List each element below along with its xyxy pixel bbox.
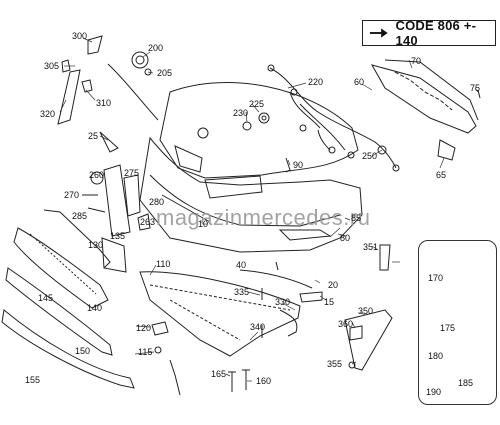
part-label[interactable]: 275 (124, 168, 140, 178)
part-label[interactable]: 280 (149, 197, 165, 207)
bumper-reinforcement (370, 59, 481, 161)
part-label[interactable]: 90 (293, 160, 304, 170)
part-label-highlighted[interactable]: 175 (440, 323, 456, 333)
part-label[interactable]: 65 (436, 170, 447, 180)
part-label[interactable]: 115 (138, 347, 153, 357)
part-label[interactable]: 150 (75, 346, 91, 356)
part-label[interactable]: 263 (140, 217, 156, 227)
part-label[interactable]: 170 (428, 273, 444, 283)
part-label[interactable]: 20 (328, 280, 339, 290)
part-label[interactable]: 305 (44, 61, 60, 71)
part-label[interactable]: 180 (428, 351, 444, 361)
part-label[interactable]: 60 (354, 77, 365, 87)
part-label[interactable]: 155 (25, 375, 41, 385)
part-label[interactable]: 80 (340, 233, 351, 243)
part-label[interactable]: 85 (351, 213, 362, 223)
part-label[interactable]: 10 (198, 219, 209, 229)
part-label[interactable]: 160 (256, 376, 272, 386)
part-label[interactable]: 350 (358, 306, 374, 316)
part-label[interactable]: 285 (72, 211, 88, 221)
underbody-panel (139, 271, 301, 396)
watermark: magazinmercedes.ru (156, 205, 371, 230)
part-label[interactable]: 75 (470, 83, 481, 93)
part-label[interactable]: 110 (156, 259, 171, 269)
part-label[interactable]: 335 (234, 287, 250, 297)
part-label[interactable]: 330 (275, 297, 291, 307)
part-label[interactable]: 15 (324, 297, 335, 307)
part-label[interactable]: 25 (88, 131, 99, 141)
part-label[interactable]: 270 (64, 190, 80, 200)
part-label[interactable]: 130 (88, 240, 104, 250)
part-label[interactable]: 70 (411, 56, 422, 66)
arrow-right-icon (369, 28, 388, 38)
part-label[interactable]: 225 (249, 99, 265, 109)
part-label[interactable]: 220 (308, 77, 324, 87)
part-label[interactable]: 360 (338, 319, 354, 329)
leader-lines (59, 37, 479, 382)
wiring-harness (267, 64, 400, 172)
code-label: CODE 806 +- 140 (395, 18, 477, 48)
brackets-center (82, 164, 151, 237)
part-label[interactable]: 355 (327, 359, 343, 369)
part-label[interactable]: 310 (96, 98, 112, 108)
bumper-cover (139, 82, 363, 253)
lower-grilles (1, 209, 135, 389)
part-label[interactable]: 250 (362, 151, 378, 161)
side-trims-right (239, 244, 393, 371)
part-label[interactable]: 351 (363, 242, 379, 252)
part-label[interactable]: 200 (148, 43, 164, 53)
side-trims-left (57, 35, 159, 153)
part-label[interactable]: 185 (458, 378, 474, 388)
part-label[interactable]: 145 (38, 293, 54, 303)
part-label[interactable]: 340 (250, 322, 266, 332)
part-label[interactable]: 260 (89, 170, 105, 180)
part-label[interactable]: 165 (211, 369, 227, 379)
part-label[interactable]: 190 (426, 387, 442, 397)
part-label[interactable]: 40 (236, 260, 247, 270)
fasteners (228, 325, 263, 392)
code-box: CODE 806 +- 140 (362, 18, 496, 48)
part-label[interactable]: 300 (72, 31, 88, 41)
grille-inset-frame (418, 240, 497, 405)
part-label[interactable]: 320 (40, 109, 56, 119)
part-label[interactable]: 140 (87, 303, 103, 313)
part-label[interactable]: 120 (136, 323, 152, 333)
part-label[interactable]: 230 (233, 108, 249, 118)
part-label[interactable]: 135 (110, 231, 126, 241)
part-label[interactable]: 205 (157, 68, 173, 78)
